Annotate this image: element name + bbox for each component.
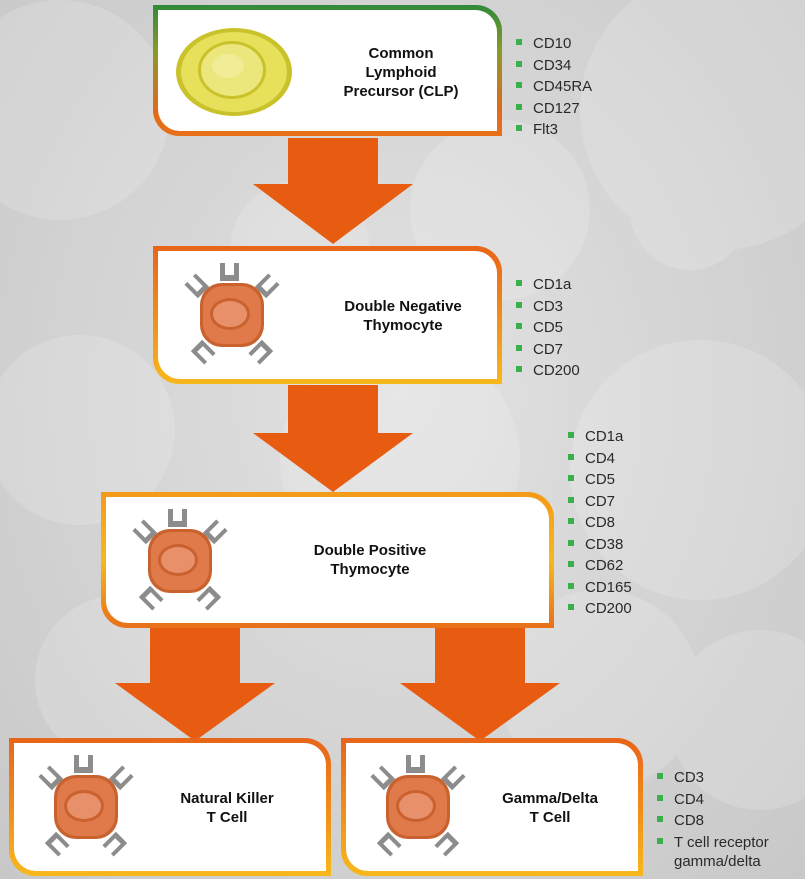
gd-node: Gamma/Delta T Cell xyxy=(341,738,643,876)
dp-node: Double Positive Thymocyte xyxy=(101,492,554,628)
marker-item: CD165 xyxy=(568,577,632,599)
dn-marker-list: CD1a CD3 CD5 CD7 CD200 xyxy=(516,274,580,382)
dp-title: Double Positive Thymocyte xyxy=(314,541,427,579)
marker-item: CD7 xyxy=(516,339,580,361)
nkt-title: Natural Killer T Cell xyxy=(180,789,273,827)
dn-title-line2: Thymocyte xyxy=(363,317,443,334)
nkt-title-line1: Natural Killer xyxy=(180,790,274,807)
marker-item: CD8 xyxy=(657,810,769,832)
dp-node-inner: Double Positive Thymocyte xyxy=(106,497,549,623)
marker-item: CD4 xyxy=(568,448,632,470)
marker-item: CD3 xyxy=(657,767,769,789)
gd-title-line2: T Cell xyxy=(529,809,571,826)
arrow-dp-to-nkt xyxy=(115,625,275,741)
lymphoid-cell-icon xyxy=(176,28,292,116)
marker-item: CD3 xyxy=(516,296,580,318)
marker-item: CD62 xyxy=(568,555,632,577)
marker-item: CD1a xyxy=(516,274,580,296)
nkt-node: Natural Killer T Cell xyxy=(9,738,331,876)
clp-title-line1: Common xyxy=(368,45,434,62)
arrow-clp-to-dn xyxy=(253,138,413,244)
dn-title: Double Negative Thymocyte xyxy=(344,297,462,335)
thymocyte-cell-icon xyxy=(132,509,228,611)
clp-title-line3: Precursor (CLP) xyxy=(343,83,459,100)
dn-node: Double Negative Thymocyte xyxy=(153,246,502,384)
arrow-dp-to-gd xyxy=(400,625,560,741)
t-cell-icon xyxy=(370,755,466,857)
marker-item: CD34 xyxy=(516,55,592,77)
dp-marker-list: CD1a CD4 CD5 CD7 CD8 CD38 CD62 CD165 CD2… xyxy=(568,426,632,620)
nkt-node-inner: Natural Killer T Cell xyxy=(14,743,326,871)
marker-item: CD10 xyxy=(516,33,592,55)
dp-title-line2: Thymocyte xyxy=(330,561,410,578)
gd-title: Gamma/Delta T Cell xyxy=(502,789,598,827)
nkt-title-line2: T Cell xyxy=(206,809,248,826)
marker-item: Flt3 xyxy=(516,119,592,141)
marker-item: CD8 xyxy=(568,512,632,534)
marker-item: CD38 xyxy=(568,534,632,556)
dp-title-line1: Double Positive xyxy=(313,542,427,559)
marker-item: CD127 xyxy=(516,98,592,120)
dn-node-inner: Double Negative Thymocyte xyxy=(158,251,497,379)
marker-item: T cell receptor xyxy=(657,832,769,854)
arrow-dn-to-dp xyxy=(253,385,413,492)
marker-item: CD1a xyxy=(568,426,632,448)
marker-item: CD45RA xyxy=(516,76,592,98)
gd-marker-list: CD3 CD4 CD8 T cell receptor gamma/delta xyxy=(657,767,769,871)
marker-item: CD4 xyxy=(657,789,769,811)
marker-item-continuation: gamma/delta xyxy=(674,853,761,870)
clp-node: Common Lymphoid Precursor (CLP) xyxy=(153,5,502,136)
marker-item: CD5 xyxy=(516,317,580,339)
marker-item: CD200 xyxy=(516,360,580,382)
gd-node-inner: Gamma/Delta T Cell xyxy=(346,743,638,871)
clp-node-inner: Common Lymphoid Precursor (CLP) xyxy=(158,10,497,131)
gd-title-line1: Gamma/Delta xyxy=(502,790,598,807)
dn-title-line1: Double Negative xyxy=(344,298,462,315)
thymocyte-cell-icon xyxy=(184,263,280,365)
clp-marker-list: CD10 CD34 CD45RA CD127 Flt3 xyxy=(516,33,592,141)
clp-title-line2: Lymphoid xyxy=(365,64,437,81)
marker-item: CD200 xyxy=(568,598,632,620)
clp-title: Common Lymphoid Precursor (CLP) xyxy=(343,44,458,101)
t-cell-icon xyxy=(38,755,134,857)
marker-item: CD5 xyxy=(568,469,632,491)
marker-item: CD7 xyxy=(568,491,632,513)
